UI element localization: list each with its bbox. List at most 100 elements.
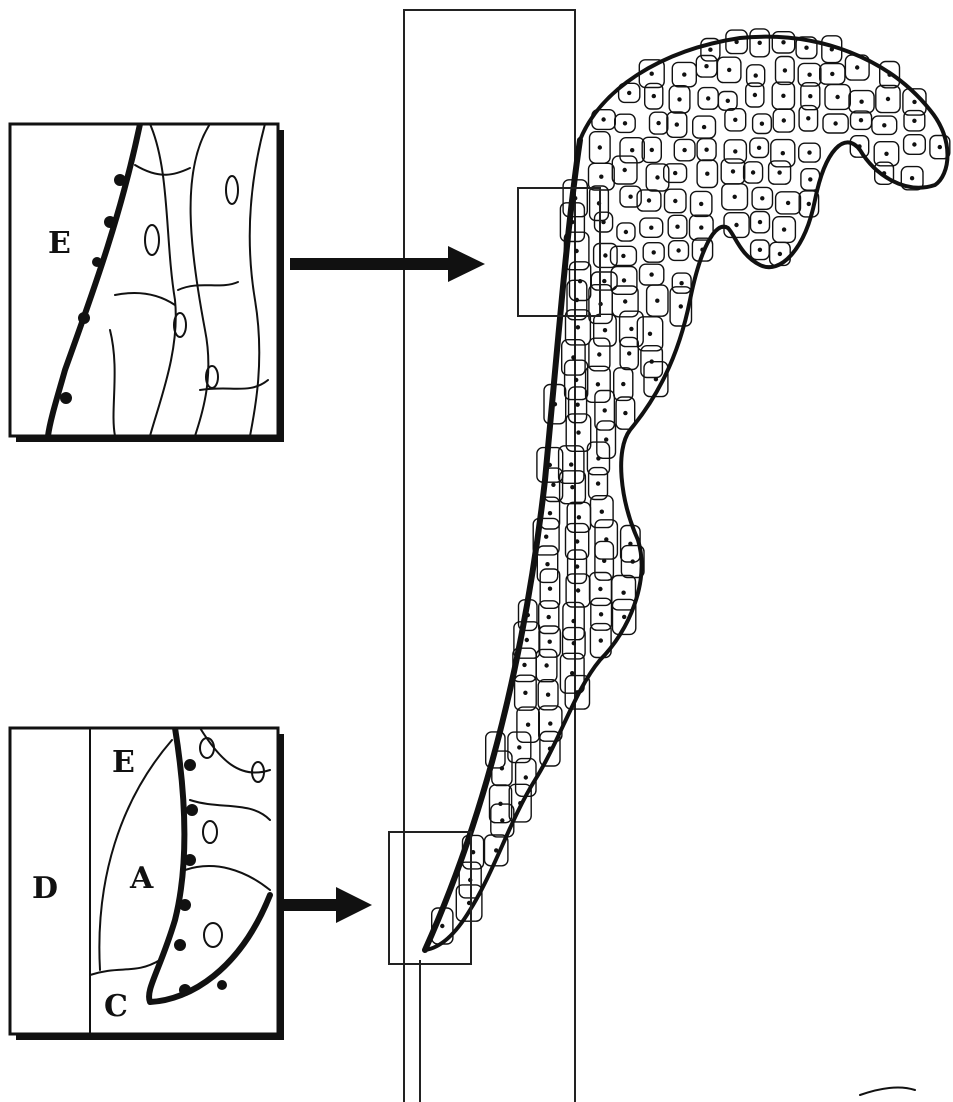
cell-nucleus [647,198,651,202]
cell-nucleus [596,456,600,460]
cell-nucleus [622,615,626,619]
cell-nucleus [569,462,573,466]
cell-nucleus [679,304,683,308]
cell-nucleus [548,747,552,751]
cell-nucleus [912,119,916,123]
label-d: D [32,871,58,906]
cell-nucleus [572,641,576,645]
cell-nucleus [623,168,627,172]
cell-nucleus [673,199,677,203]
cell-nucleus [682,72,686,76]
cell-nucleus [599,638,603,642]
cell-nucleus [598,145,602,149]
cell-nucleus [621,254,625,258]
cell-nucleus [570,671,574,675]
cell-nucleus [675,225,679,229]
cell-nucleus [598,587,602,591]
cell-nucleus [526,723,530,727]
cell-nucleus [760,122,764,126]
cell-nucleus [650,72,654,76]
bottom-inset: E D A C [10,728,284,1040]
cell-nucleus [727,68,731,72]
cell-nucleus [597,352,601,356]
cell-nucleus [656,121,660,125]
cell-nucleus [524,775,528,779]
top-inset: E [10,124,284,442]
cell-nucleus [808,94,812,98]
cell-nucleus [700,248,704,252]
cell-nucleus [886,97,890,101]
cell-nucleus [655,299,659,303]
cell-nucleus [575,403,579,407]
cell-nucleus [833,121,837,125]
cell-nucleus [599,175,603,179]
cell-nucleus [758,248,762,252]
cell-nucleus [544,663,548,667]
cell-nucleus [574,249,578,253]
cell-nucleus [733,118,737,122]
cell-nucleus [731,169,735,173]
cell-nucleus [628,195,632,199]
cell-nucleus [546,693,550,697]
cell-nucleus [783,68,787,72]
cell-nucleus [603,328,607,332]
label-e-top: E [48,226,71,261]
cell-nucleus [734,223,738,227]
cell-nucleus [807,73,811,77]
cell-nucleus [855,65,859,69]
cell-nucleus [782,118,786,122]
cell-nucleus [548,587,552,591]
cell-nucleus [726,99,730,103]
cell-nucleus [547,615,551,619]
cell-nucleus [575,564,579,568]
cell-nucleus [621,591,625,595]
cell-nucleus [622,278,626,282]
cell-nucleus [652,250,656,254]
cell-nucleus [500,766,504,770]
cell-nucleus [548,721,552,725]
cell-nucleus [576,430,580,434]
cell-nucleus [910,176,914,180]
cell-nucleus [781,151,785,155]
cell-nucleus [596,382,600,386]
cell-nucleus [804,46,808,50]
cell-nucleus [570,485,574,489]
cell-nucleus [602,279,606,283]
cell-nucleus [440,924,444,928]
cell-nucleus [778,252,782,256]
cell-nucleus [544,535,548,539]
label-a: A [129,861,154,896]
cell-nucleus [545,562,549,566]
cell-nucleus [857,144,861,148]
cell-nucleus [786,201,790,205]
cell-nucleus [751,170,755,174]
cell-nucleus [835,95,839,99]
cell-nucleus [884,152,888,156]
cell-nucleus [677,97,681,101]
cell-nucleus [676,248,680,252]
cell-nucleus [830,72,834,76]
cell-nucleus [623,411,627,415]
cell-nucleus [494,848,498,852]
cell-nucleus [576,325,580,329]
cell-nucleus [734,40,738,44]
cell-nucleus [630,148,634,152]
cell-nucleus [859,100,863,104]
cell-nucleus [525,638,529,642]
cell-nucleus [673,171,677,175]
label-c: C [104,989,128,1024]
cell-nucleus [575,690,579,694]
cell-nucleus [596,481,600,485]
cell-nucleus [576,588,580,592]
cell-nucleus [806,116,810,120]
cell-nucleus [621,382,625,386]
cell-nucleus [627,91,631,95]
cell-nucleus [912,100,916,104]
cell-nucleus [629,327,633,331]
cell-nucleus [650,148,654,152]
cell-nucleus [781,40,785,44]
cell-nucleus [912,142,916,146]
cell-nucleus [705,172,709,176]
cell-nucleus [708,48,712,52]
cell-nucleus [551,483,555,487]
